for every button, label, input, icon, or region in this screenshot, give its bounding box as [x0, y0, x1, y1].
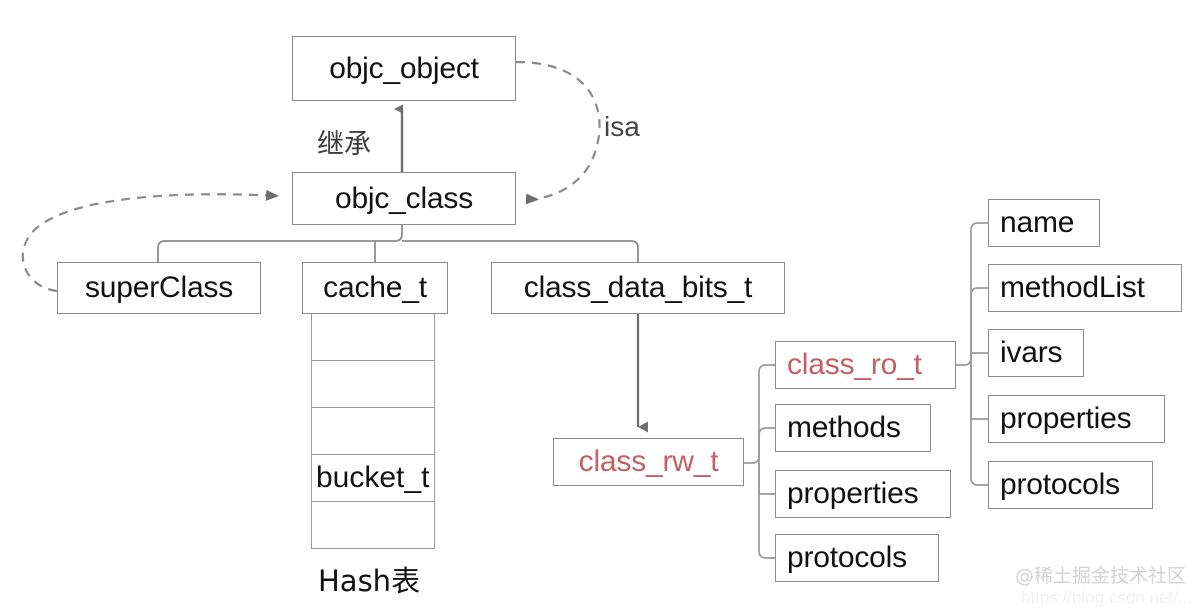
node-ro-properties-label: properties: [1000, 402, 1132, 435]
node-rw-protocols[interactable]: protocols: [775, 534, 939, 582]
node-ro-ivars[interactable]: ivars: [988, 329, 1084, 377]
node-objc-class-label: objc_class: [334, 181, 474, 215]
objc-class-bracket: [157, 224, 639, 262]
node-ro-name[interactable]: name: [988, 199, 1100, 247]
hash-cell-label: bucket_t: [316, 461, 430, 494]
node-superclass[interactable]: superClass: [57, 262, 261, 314]
isa-label-text: isa: [604, 111, 640, 142]
node-class-ro-t[interactable]: class_ro_t: [775, 341, 956, 389]
node-rw-methods[interactable]: methods: [775, 404, 931, 452]
node-superclass-label: superClass: [84, 271, 234, 304]
hash-cell[interactable]: [311, 313, 435, 361]
inheritance-label: 继承: [317, 122, 371, 161]
node-class-ro-t-label: class_ro_t: [787, 348, 922, 381]
node-ro-methodlist[interactable]: methodList: [988, 264, 1182, 312]
isa-label: isa: [604, 111, 640, 143]
node-objc-object-label: objc_object: [329, 51, 479, 85]
node-rw-properties-label: properties: [787, 477, 919, 510]
node-class-data-bits-t[interactable]: class_data_bits_t: [491, 262, 785, 314]
node-ro-ivars-label: ivars: [1000, 336, 1063, 369]
watermark-handle: @稀土掘金技术社区: [1015, 561, 1186, 588]
node-ro-protocols[interactable]: protocols: [988, 461, 1153, 509]
hash-cell[interactable]: [311, 407, 435, 455]
node-rw-protocols-label: protocols: [787, 541, 907, 574]
node-objc-class[interactable]: objc_class: [292, 172, 516, 225]
hash-cell[interactable]: [311, 360, 435, 408]
node-ro-methodlist-label: methodList: [1000, 271, 1145, 304]
node-objc-object[interactable]: objc_object: [292, 36, 516, 101]
hash-table: bucket_t: [311, 313, 435, 551]
class-ro-bracket: [956, 222, 988, 486]
node-ro-properties[interactable]: properties: [988, 395, 1165, 443]
node-class-data-bits-t-label: class_data_bits_t: [523, 271, 753, 304]
isa-arrow: [515, 60, 601, 205]
hash-cell[interactable]: [311, 501, 435, 549]
hash-table-label-text: Hash表: [318, 564, 421, 598]
node-class-rw-t[interactable]: class_rw_t: [553, 438, 744, 486]
watermark-url: https://blog.csdn.net/...: [1021, 588, 1192, 608]
watermark-handle-text: @稀土掘金技术社区: [1014, 565, 1186, 587]
node-class-rw-t-label: class_rw_t: [578, 445, 719, 478]
node-rw-methods-label: methods: [787, 411, 901, 444]
watermark-url-text: https://blog.csdn.net/...: [1020, 588, 1192, 607]
class-rw-bracket: [744, 364, 775, 559]
inheritance-label-text: 继承: [317, 129, 371, 160]
node-cache-t-label: cache_t: [323, 271, 427, 304]
node-cache-t[interactable]: cache_t: [302, 262, 448, 314]
node-ro-protocols-label: protocols: [1000, 468, 1120, 501]
node-ro-name-label: name: [1000, 206, 1075, 239]
node-rw-properties[interactable]: properties: [775, 470, 951, 518]
hash-cell-bucket-t[interactable]: bucket_t: [311, 454, 435, 502]
hash-table-label: Hash表: [318, 558, 420, 600]
